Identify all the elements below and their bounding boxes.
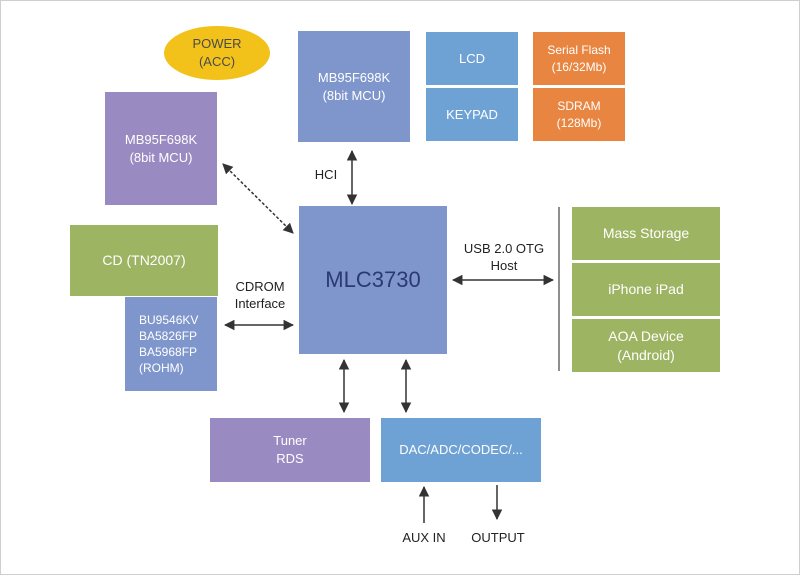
power-sub: (ACC) — [198, 54, 236, 69]
keypad-block: KEYPAD — [426, 88, 518, 141]
mlc3730-block: MLC3730 — [299, 206, 447, 354]
cdrom-label: CDROM Interface — [223, 279, 297, 313]
hci-text: HCI — [314, 167, 338, 182]
power-ellipse: POWER (ACC) — [164, 26, 270, 80]
keypad-label: KEYPAD — [446, 106, 498, 122]
mcu-top-desc: (8bit MCU) — [322, 87, 386, 103]
output-label: OUTPUT — [463, 530, 533, 547]
cd-block: CD (TN2007) — [70, 225, 218, 296]
aoa-device-label: AOA Device — [608, 327, 684, 344]
mcu-top-name: MB95F698K — [317, 69, 391, 85]
mlc3730-label: MLC3730 — [325, 267, 421, 293]
rohm-part-3: BA5968FP — [139, 345, 198, 359]
lcd-block: LCD — [426, 32, 518, 85]
sdram-name: SDRAM — [557, 99, 601, 114]
rds-label: RDS — [276, 451, 304, 466]
serial-flash-name: Serial Flash — [547, 43, 611, 58]
dac-block: DAC/ADC/CODEC/... — [381, 418, 541, 482]
mcu-left-link-arrow — [222, 163, 294, 234]
hci-label: HCI — [306, 167, 346, 184]
aoa-device-sub: (Android) — [617, 346, 675, 363]
mcu-left-block: MB95F698K (8bit MCU) — [105, 92, 217, 205]
sdram-block: SDRAM (128Mb) — [533, 88, 625, 141]
tuner-label: Tuner — [273, 433, 307, 449]
usb-otg-text: USB 2.0 OTG — [463, 241, 545, 256]
mass-storage-label: Mass Storage — [602, 225, 690, 242]
aux-in-text: AUX IN — [402, 530, 446, 545]
usb-device-mass-storage: Mass Storage — [572, 207, 720, 260]
output-text: OUTPUT — [471, 530, 525, 545]
rohm-part-2: BA5826FP — [139, 328, 198, 343]
power-label: POWER — [192, 36, 242, 52]
dac-label: DAC/ADC/CODEC/... — [399, 442, 523, 458]
usb-otg-label: USB 2.0 OTG Host — [449, 241, 559, 275]
serial-flash-block: Serial Flash (16/32Mb) — [533, 32, 625, 85]
mcu-top-block: MB95F698K (8bit MCU) — [298, 31, 410, 142]
tuner-block: Tuner RDS — [210, 418, 370, 482]
cd-label: CD (TN2007) — [102, 252, 186, 269]
mcu-left-desc: (8bit MCU) — [129, 149, 193, 165]
sdram-size: (128Mb) — [556, 115, 602, 130]
aux-in-label: AUX IN — [389, 530, 459, 547]
usb-host-text: Host — [490, 257, 518, 273]
serial-flash-size: (16/32Mb) — [551, 59, 607, 74]
rohm-maker: (ROHM) — [139, 361, 184, 376]
rohm-part-1: BU9546KV — [139, 312, 199, 327]
usb-device-iphone-ipad: iPhone iPad — [572, 263, 720, 316]
lcd-label: LCD — [458, 50, 485, 66]
cdrom-interface-text: Interface — [234, 295, 286, 311]
rohm-block: BU9546KV BA5826FP BA5968FP (ROHM) — [125, 297, 217, 391]
usb-device-aoa: AOA Device (Android) — [572, 319, 720, 372]
cdrom-text: CDROM — [235, 279, 285, 294]
mcu-left-name: MB95F698K — [124, 131, 198, 147]
iphone-ipad-label: iPhone iPad — [608, 281, 684, 298]
